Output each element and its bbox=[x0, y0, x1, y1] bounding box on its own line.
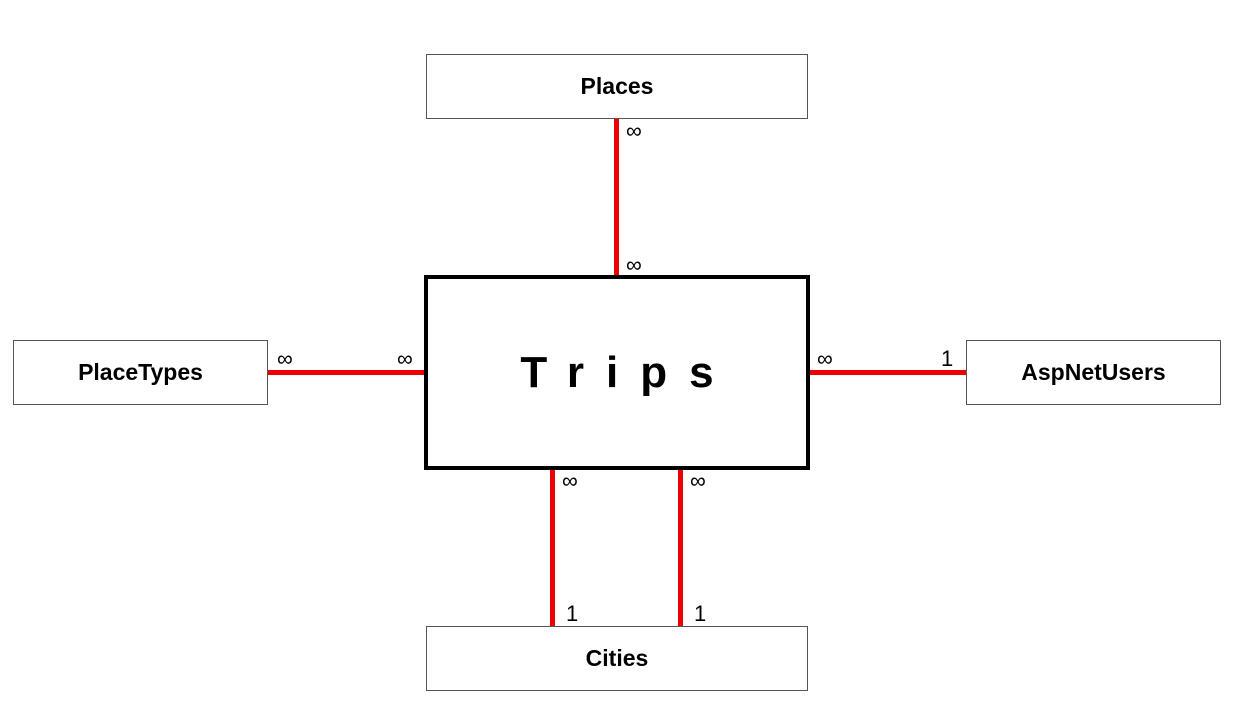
entity-trips-label: Trips bbox=[520, 347, 736, 397]
cardinality-trips-bottom-left: ∞ bbox=[562, 468, 578, 493]
cardinality-placetypes-end: ∞ bbox=[277, 346, 293, 371]
cardinality-trips-top: ∞ bbox=[626, 252, 642, 277]
entity-places-label: Places bbox=[580, 73, 654, 99]
entity-places: Places bbox=[426, 54, 808, 119]
entity-placetypes-label: PlaceTypes bbox=[78, 359, 203, 385]
entity-aspnetusers: AspNetUsers bbox=[966, 340, 1221, 405]
relationship-line-trips-cities-right bbox=[678, 466, 683, 628]
cardinality-aspnetusers-end: 1 bbox=[941, 346, 954, 371]
relationship-line-places-trips bbox=[614, 118, 619, 278]
entity-placetypes: PlaceTypes bbox=[13, 340, 268, 405]
cardinality-trips-right: ∞ bbox=[817, 346, 833, 371]
cardinality-trips-bottom-right: ∞ bbox=[690, 468, 706, 493]
entity-cities: Cities bbox=[426, 626, 808, 691]
relationship-line-trips-cities-left bbox=[550, 466, 555, 628]
cardinality-cities-end-left: 1 bbox=[566, 601, 579, 626]
entity-aspnetusers-label: AspNetUsers bbox=[1021, 359, 1166, 385]
cardinality-cities-end-right: 1 bbox=[694, 601, 707, 626]
entity-trips: Trips bbox=[424, 275, 810, 470]
cardinality-places-end: ∞ bbox=[626, 118, 642, 143]
entity-cities-label: Cities bbox=[585, 645, 649, 671]
relationship-line-trips-aspnetusers bbox=[806, 370, 968, 375]
cardinality-trips-left: ∞ bbox=[397, 346, 413, 371]
relationship-line-placetypes-trips bbox=[266, 370, 428, 375]
